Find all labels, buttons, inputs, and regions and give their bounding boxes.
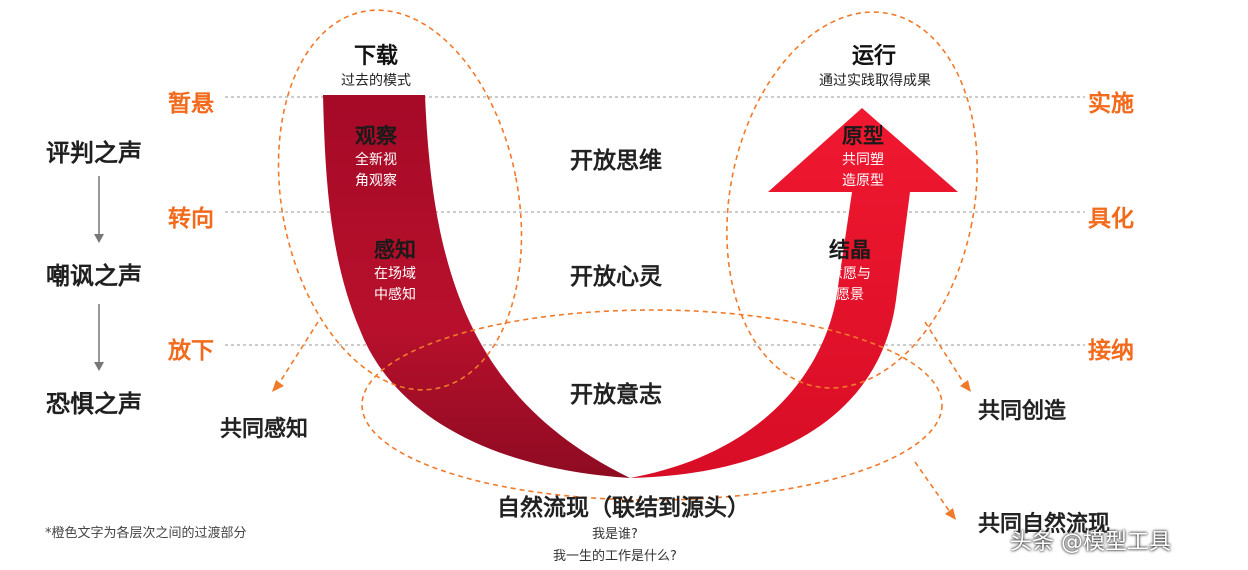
connector-co-sensing [277, 321, 319, 386]
bottom-title: 自然流现（联结到源头） [497, 495, 750, 521]
stage-sensing-desc-2: 中感知 [374, 287, 416, 303]
top-right-subtitle: 通过实践取得成果 [819, 73, 931, 89]
voice-cynicism: 嘲讽之声 [46, 262, 142, 290]
level-open-will: 开放意志 [570, 382, 662, 408]
transition-performing: 实施 [1088, 91, 1134, 117]
transition-letting-go: 放下 [168, 338, 214, 364]
transition-enacting: 具化 [1088, 206, 1134, 232]
arrowhead-down-2 [94, 362, 104, 371]
top-right-title: 运行 [851, 44, 896, 69]
connector-co-presencing [914, 461, 951, 513]
ascending-arrow [630, 108, 958, 478]
group-co-sensing: 共同感知 [220, 417, 309, 442]
footnote: *橙色文字为各层次之间的过渡部分 [45, 526, 247, 541]
connector-co-presencing-head [945, 508, 956, 520]
descending-band [323, 95, 630, 478]
stage-seeing-desc-1: 全新视 [355, 152, 397, 168]
group-co-creating: 共同创造 [978, 399, 1067, 424]
ellipse-co-sensing [277, 9, 523, 391]
voice-judgment: 评判之声 [46, 139, 142, 167]
voice-fear: 恐惧之声 [46, 390, 142, 418]
stage-seeing-desc-2: 角观察 [355, 173, 397, 189]
connector-co-creating-head [960, 380, 971, 392]
bottom-question-2: 我一生的工作是什么? [553, 549, 677, 564]
connector-co-sensing-head [272, 380, 284, 392]
watermark: 头条 @模型工具 [1010, 530, 1171, 555]
ellipse-co-creating [726, 11, 978, 389]
level-open-mind: 开放思维 [570, 148, 662, 174]
stage-crystallizing-desc-2: 愿景 [836, 287, 864, 303]
stage-seeing-title: 观察 [355, 124, 397, 148]
stage-prototyping-desc-1: 共同塑 [842, 152, 884, 168]
stage-prototyping-desc-2: 造原型 [842, 173, 884, 189]
stage-crystallizing-title: 结晶 [829, 238, 871, 262]
top-left-subtitle: 过去的模式 [341, 73, 411, 89]
stage-prototyping-title: 原型 [842, 124, 884, 148]
level-open-heart: 开放心灵 [570, 264, 662, 290]
stage-sensing-title: 感知 [374, 238, 416, 262]
arrowhead-down-1 [94, 234, 104, 243]
top-left-title: 下载 [353, 44, 398, 69]
ellipse-co-presencing [361, 309, 943, 501]
bottom-question-1: 我是谁? [592, 527, 638, 542]
transition-redirecting: 转向 [168, 206, 214, 232]
transition-suspending: 暂悬 [168, 91, 214, 117]
connector-co-creating [924, 321, 966, 386]
stage-sensing-desc-1: 在场域 [374, 266, 416, 282]
stage-crystallizing-desc-1: 意愿与 [829, 266, 871, 282]
transition-letting-come: 接纳 [1088, 338, 1134, 364]
group-co-presencing: 共同自然流现 [978, 512, 1111, 537]
